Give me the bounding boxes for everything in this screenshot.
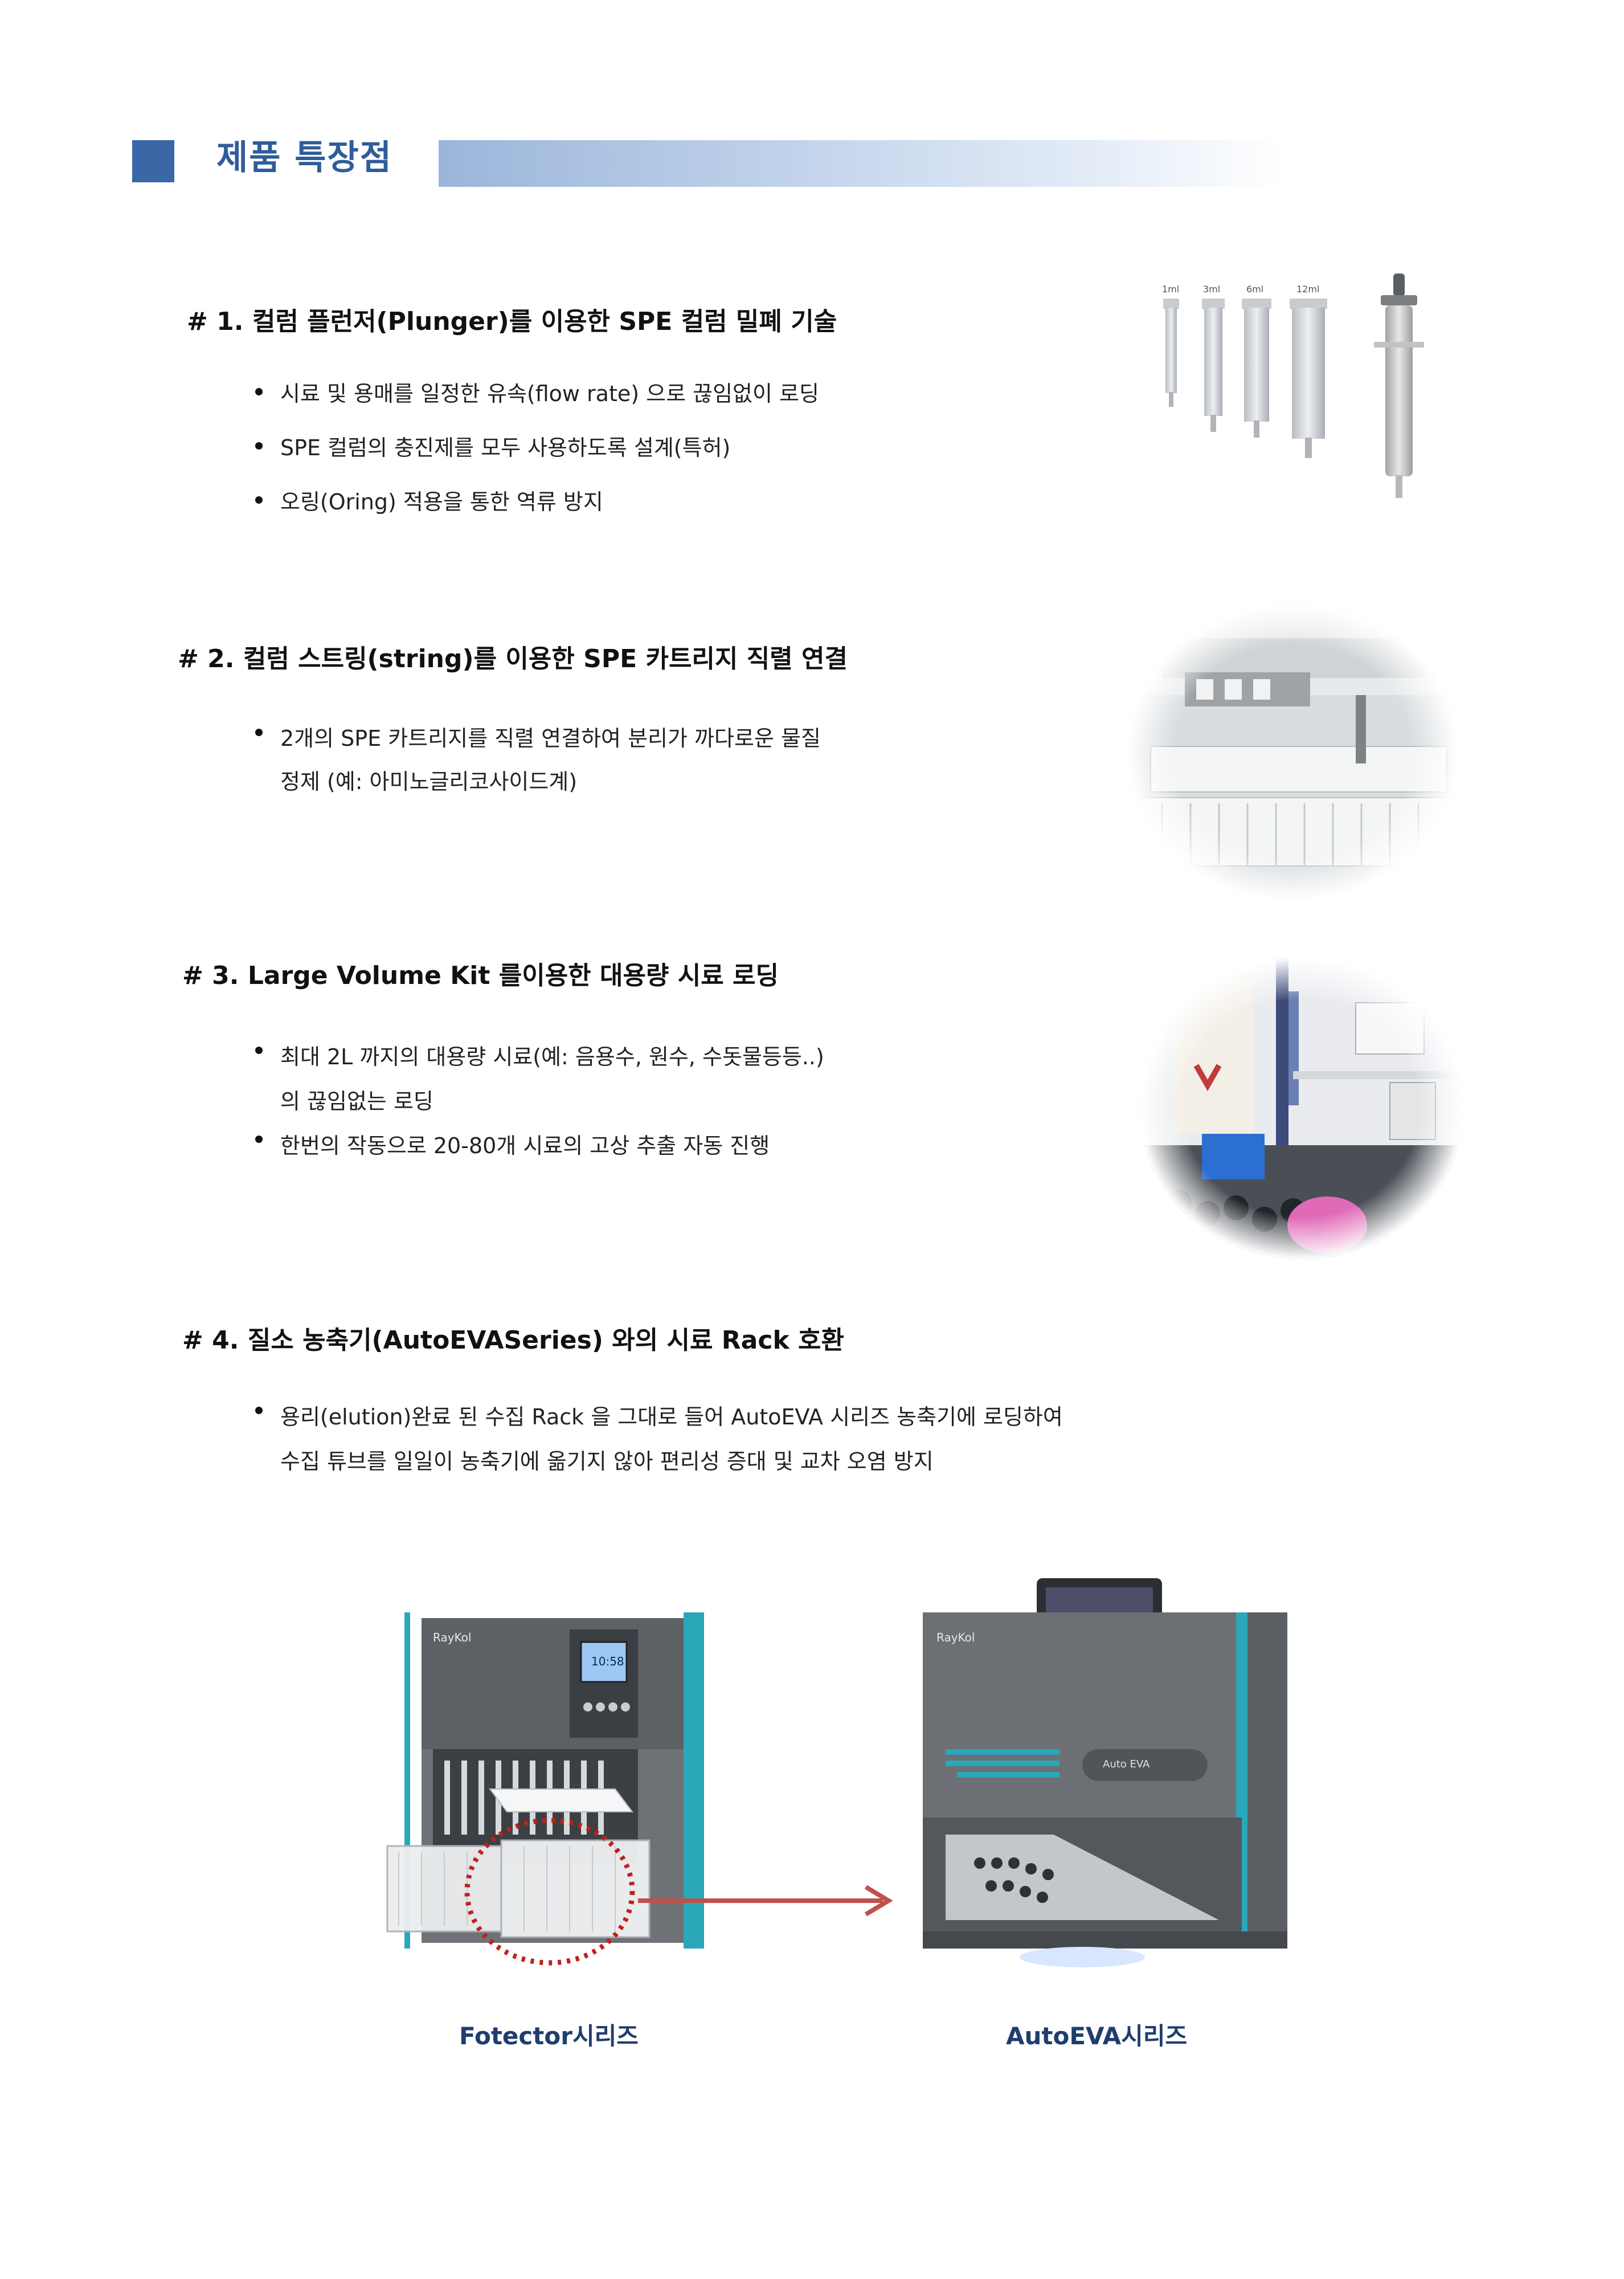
autoeva-model-label: Auto EVA (1103, 1758, 1150, 1770)
fotector-illustration (386, 1612, 704, 1966)
section-1-bullets: 시료 및 용매를 일정한 유속(flow rate) 으로 끊임없이 로딩 SP… (251, 376, 819, 516)
section-2-bullets: 2개의 SPE 카트리지를 직렬 연결하여 분리가 까다로운 물질 정제 (예:… (251, 717, 821, 803)
section-4-bullets: 용리(elution)완료 된 수집 Rack 을 그대로 들어 AutoEVA… (251, 1395, 1063, 1484)
bullet-text: 용리(elution)완료 된 수집 Rack 을 그대로 들어 AutoEVA… (280, 1404, 1063, 1430)
header-square-icon (132, 140, 174, 182)
fotector-brand: RayKol (433, 1631, 472, 1644)
page-title: 제품 특장점 (216, 138, 392, 178)
tube-label-4: 12ml (1296, 284, 1320, 295)
fotector-machine-image: RayKol 10:58 (376, 1595, 775, 1983)
list-item: 오링(Oring) 적용을 통한 역류 방지 (251, 484, 819, 516)
bullet-text: SPE 컬럼의 충진제를 모두 사용하도록 설계(특허) (280, 435, 731, 460)
bullet-text: 2개의 SPE 카트리지를 직렬 연결하여 분리가 까다로운 물질 (280, 726, 821, 751)
section-1-title: # 1. 컬럼 플런저(Plunger)를 이용한 SPE 컬럼 밀폐 기술 (187, 307, 837, 336)
header-gradient-bar (439, 140, 1282, 187)
bullet-text-continued: 의 끊임없는 로딩 (280, 1089, 433, 1114)
bullet-text: 최대 2L 까지의 대용량 시료(예: 음용수, 원수, 수돗물등등..) (280, 1044, 824, 1069)
bullet-text: 오링(Oring) 적용을 통한 역류 방지 (280, 489, 603, 514)
autoeva-illustration (923, 1578, 1287, 1967)
spe-columns-image: 1ml 3ml 6ml 12ml (1151, 273, 1447, 524)
bullet-text: 한번의 작동으로 20-80개 시료의 고상 추출 자동 진행 (280, 1133, 770, 1158)
transfer-arrow-icon (638, 1884, 900, 1918)
list-item: 2개의 SPE 카트리지를 직렬 연결하여 분리가 까다로운 물질 정제 (예:… (251, 717, 821, 803)
cartridge-rack-photo (1128, 604, 1458, 900)
section-3-bullets: 최대 2L 까지의 대용량 시료(예: 음용수, 원수, 수돗물등등..) 의 … (251, 1035, 824, 1168)
bullet-text-continued: 정제 (예: 아미노글리코사이드계) (280, 769, 578, 794)
cartridge-rack-illustration (1128, 604, 1458, 900)
tube-label-2: 3ml (1203, 284, 1221, 295)
autoeva-machine-image: RayKol Auto EVA (911, 1578, 1299, 1977)
section-4-title: # 4. 질소 농축기(AutoEVASeries) 와의 시료 Rack 호환 (182, 1326, 844, 1355)
list-item: 한번의 작동으로 20-80개 시료의 고상 추출 자동 진행 (251, 1124, 824, 1168)
list-item: 용리(elution)완료 된 수집 Rack 을 그대로 들어 AutoEVA… (251, 1395, 1063, 1484)
large-volume-lab-photo (1139, 957, 1464, 1259)
fotector-caption: Fotector시리즈 (459, 2022, 639, 2050)
spe-columns-illustration (1163, 273, 1424, 498)
list-item: SPE 컬럼의 충진제를 모두 사용하도록 설계(특허) (251, 430, 819, 461)
autoeva-brand: RayKol (936, 1631, 975, 1644)
tube-label-3: 6ml (1246, 284, 1264, 295)
section-3-title: # 3. Large Volume Kit 를이용한 대용량 시료 로딩 (182, 961, 779, 990)
autoeva-caption: AutoEVA시리즈 (1006, 2022, 1188, 2050)
list-item: 최대 2L 까지의 대용량 시료(예: 음용수, 원수, 수돗물등등..) 의 … (251, 1035, 824, 1124)
section-2-title: # 2. 컬럼 스트링(string)를 이용한 SPE 카트리지 직렬 연결 (178, 644, 848, 673)
tube-label-1: 1ml (1162, 284, 1180, 295)
list-item: 시료 및 용매를 일정한 유속(flow rate) 으로 끊임없이 로딩 (251, 376, 819, 407)
bullet-text-continued: 수집 튜브를 일일이 농축기에 옮기지 않아 편리성 증대 및 교차 오염 방지 (280, 1449, 934, 1474)
lab-illustration (1139, 957, 1464, 1259)
arrow-illustration (638, 1885, 893, 1917)
bullet-text: 시료 및 용매를 일정한 유속(flow rate) 으로 끊임없이 로딩 (280, 381, 819, 406)
fotector-screen-text: 10:58 (591, 1655, 624, 1668)
